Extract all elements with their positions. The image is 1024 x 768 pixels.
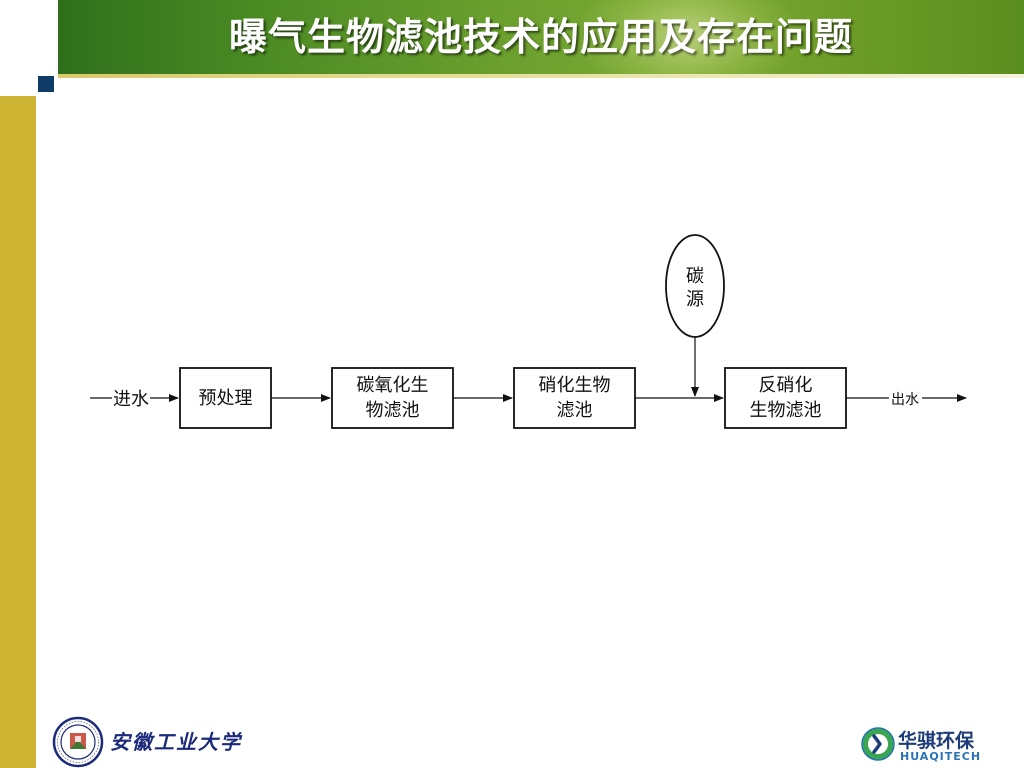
university-logo: 安徽工业大学 — [52, 716, 248, 768]
university-seal-icon — [52, 716, 104, 768]
title-banner: 曝气生物滤池技术的应用及存在问题 — [58, 0, 1024, 74]
slide-title: 曝气生物滤池技术的应用及存在问题 — [228, 15, 853, 59]
carbon-source-char2: 源 — [686, 289, 704, 310]
node-carbon-oxidation-filter — [331, 367, 454, 429]
company-name-cn: 华骐环保 — [898, 730, 975, 752]
banner-glow — [578, 0, 798, 74]
input-label: 进水 — [113, 389, 149, 410]
node-pretreatment — [179, 367, 272, 429]
title-underline — [58, 74, 1024, 78]
company-logo: 华骐环保 HUAQITECH — [860, 724, 1010, 768]
node-carbon-oxidation-line1: 碳氧化生 — [357, 375, 429, 396]
node-nitrification-line2: 滤池 — [557, 400, 593, 421]
output-label: 出水 — [891, 392, 919, 408]
university-name: 安徽工业大学 — [110, 730, 242, 754]
node-nitrification-filter — [513, 367, 636, 429]
bullet-square-marker — [38, 76, 54, 92]
company-emblem-icon — [861, 727, 895, 761]
node-carbon-oxidation-line2: 物滤池 — [366, 400, 420, 421]
node-denitrification-filter — [724, 367, 847, 429]
node-nitrification-line1: 硝化生物 — [539, 375, 611, 396]
company-name-en: HUAQITECH — [900, 750, 982, 763]
node-denitrification-line1: 反硝化 — [759, 375, 813, 396]
node-denitrification-line2: 生物滤池 — [750, 400, 822, 421]
node-pretreatment-label: 预处理 — [199, 388, 253, 409]
left-decor-bar — [0, 96, 36, 768]
carbon-source-char1: 碳 — [686, 266, 704, 287]
